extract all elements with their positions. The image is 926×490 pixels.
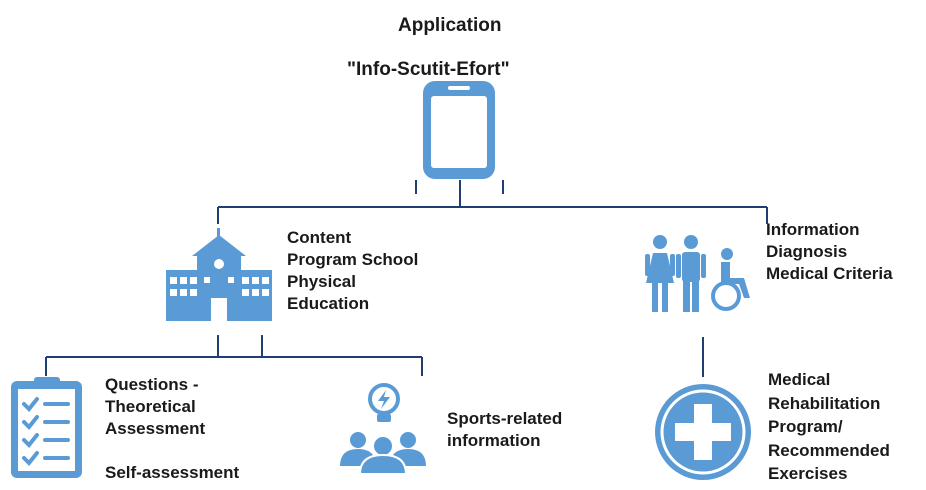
information-line: Diagnosis: [766, 242, 848, 261]
team-idea-icon: [340, 383, 426, 475]
app-title: Application: [398, 15, 502, 36]
sports-line: Sports-related: [447, 409, 563, 428]
people-wheelchair-icon: [645, 235, 750, 312]
medical-cross-icon: [655, 384, 751, 480]
medical-line: Medical: [768, 370, 831, 389]
content-node-label: Content Program School Physical Educatio…: [287, 227, 418, 315]
school-building-icon: [166, 228, 272, 321]
app-name: "Info-Scutit-Efort": [347, 59, 510, 80]
sports-line: information: [447, 431, 541, 450]
questions-line: Questions -: [105, 375, 199, 394]
medical-line: Exercises: [768, 464, 848, 483]
medical-line: Recommended: [768, 440, 890, 460]
self-assessment-label: Self-assessment: [105, 463, 240, 482]
checklist-icon: [11, 377, 82, 478]
information-line: Medical Criteria: [766, 264, 893, 283]
questions-line: Assessment: [105, 419, 206, 438]
questions-node-label: Questions - Theoretical Assessment: [105, 374, 205, 440]
sports-node-label: Sports-related information: [447, 408, 562, 452]
information-node-label: Information Diagnosis Medical Criteria: [766, 219, 893, 285]
medical-line: Rehabilitation: [768, 393, 881, 413]
medical-line: Program/: [768, 417, 843, 436]
content-line: Physical: [287, 272, 356, 291]
information-line: Information: [766, 220, 860, 239]
content-line: Education: [287, 294, 370, 313]
content-line: Program School: [287, 250, 419, 269]
medical-node-label: Medical Rehabilitation Program/ Recommen…: [768, 368, 890, 486]
smartphone-icon: [423, 81, 495, 179]
questions-line: Theoretical: [105, 397, 196, 416]
content-line: Content: [287, 228, 352, 247]
